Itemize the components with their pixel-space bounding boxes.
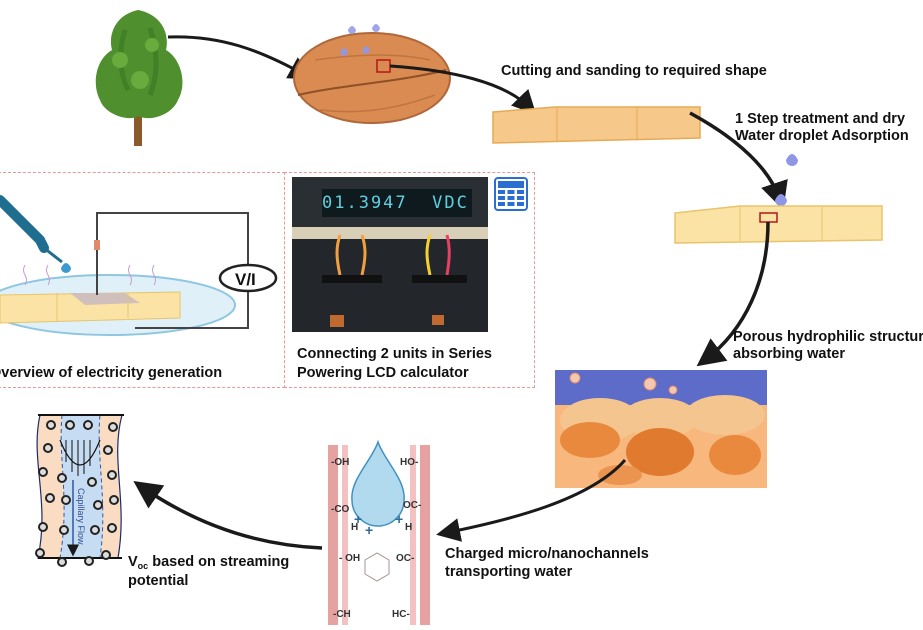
step-label-channels: Charged micro/nanochannels	[445, 546, 649, 562]
arrow-walnut-to-block	[389, 64, 537, 115]
step-label-absorbing: absorbing water	[733, 346, 845, 362]
arrow-block-to-treated	[689, 111, 788, 210]
channel-label: H	[405, 522, 412, 533]
channel-label: HC-	[392, 609, 410, 620]
series-caption-line1: Connecting 2 units in Series	[297, 346, 492, 362]
step-label-potential: potential	[128, 573, 189, 589]
electricity-generation-setup: V/I	[0, 195, 278, 336]
positive-charge: +	[354, 511, 362, 527]
porous-structure-image	[555, 370, 767, 488]
step-label-adsorption: Water droplet Adsorption	[735, 128, 909, 144]
wood-block-cut	[492, 106, 701, 144]
channel-label: OC-	[403, 500, 421, 511]
arrow-channels-to-voc	[133, 481, 323, 550]
charged-nanochannel-diagram: + + +	[328, 439, 430, 625]
step-label-cutting: Cutting and sanding to required shape	[501, 63, 767, 79]
water-droplet-icon	[61, 263, 71, 273]
step-label-voc: Voc based on streaming	[128, 554, 290, 571]
water-droplet-icon	[786, 154, 798, 166]
tree-icon	[95, 10, 183, 146]
channel-label: HO-	[400, 457, 418, 468]
positive-charge: +	[395, 511, 403, 527]
arrow-treated-to-porous	[696, 221, 770, 367]
wood-block-treated	[674, 205, 883, 244]
channel-label: OC-	[396, 553, 414, 564]
overview-caption: Overview of electricity generation	[0, 365, 223, 381]
multimeter-photo: 01.3947 VDC	[292, 177, 488, 332]
channel-label: -CO	[331, 504, 350, 515]
overview-panel	[0, 172, 285, 388]
channel-label: -CH	[333, 609, 351, 620]
pipette-icon	[0, 195, 49, 253]
meter-label: V/I	[235, 270, 256, 289]
channel-label: H	[351, 522, 358, 533]
walnut-icon	[293, 24, 451, 124]
channel-label: - OH	[339, 553, 360, 564]
series-panel	[284, 172, 535, 388]
step-label-transporting: transporting water	[445, 564, 573, 580]
capillary-flow-label: Capillary Flow	[76, 488, 86, 545]
water-droplet-icon	[775, 194, 787, 206]
capillary-flow-diagram: Capillary Flow	[35, 414, 124, 567]
step-label-treatment: 1 Step treatment and dry	[735, 111, 906, 127]
series-caption-line2: Powering LCD calculator	[297, 365, 469, 381]
arrow-tree-to-walnut	[167, 35, 313, 80]
positive-charge: +	[365, 522, 373, 538]
multimeter-reading: 01.3947 VDC	[322, 189, 472, 217]
arrow-porous-to-channels	[436, 459, 627, 542]
channel-label: -OH	[331, 457, 349, 468]
calculator-icon	[494, 177, 528, 211]
step-label-porous: Porous hydrophilic structure	[733, 329, 923, 345]
